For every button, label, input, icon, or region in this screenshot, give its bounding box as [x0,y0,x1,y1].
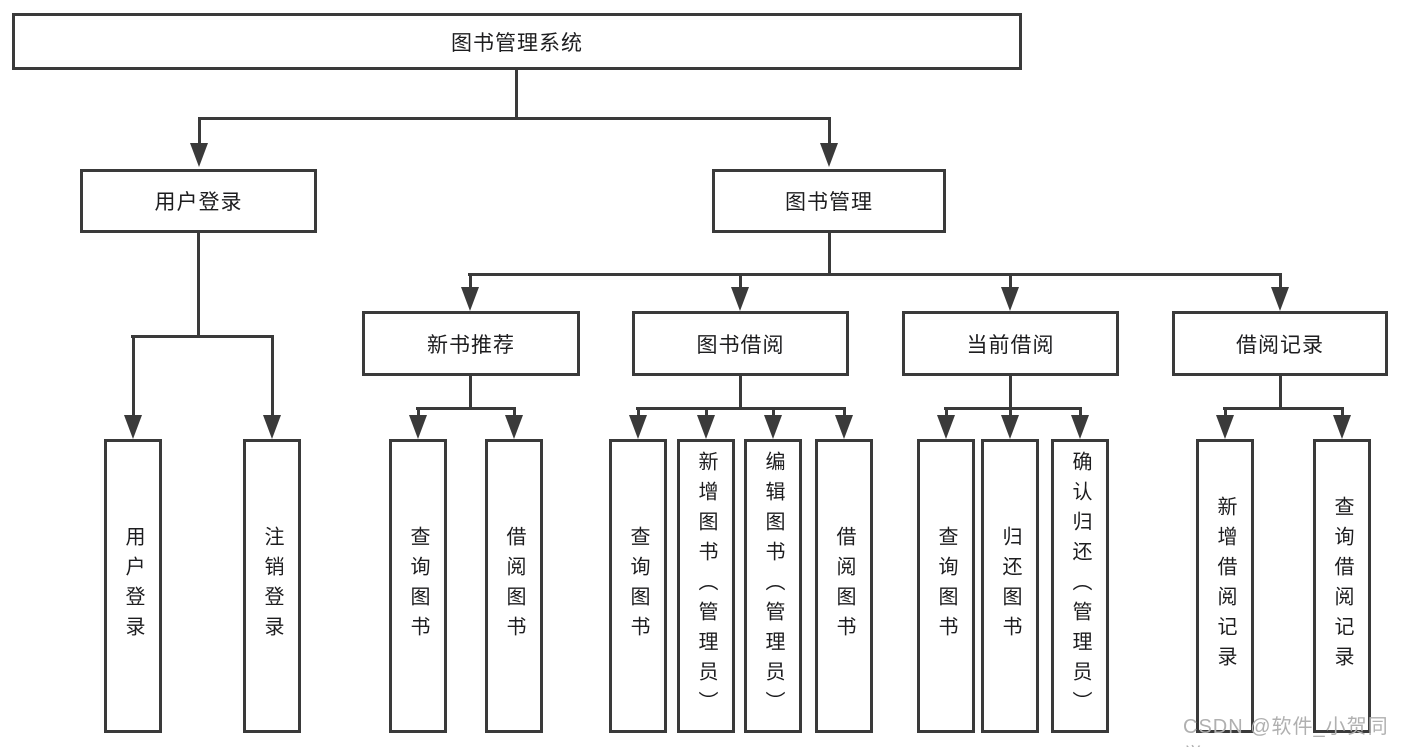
connector-book-borrow-stub [739,376,742,409]
node-book-borrow: 图书借阅 [632,311,849,376]
leaf-add-book-admin: 新增图书（管理员） [677,439,735,733]
connector-arrow-shaft [271,335,274,417]
connector-new-book-rail [416,407,516,410]
connector-arrow-shaft [198,117,201,145]
connector-arrow-shaft [513,407,516,417]
arrow-down-icon [820,143,838,167]
leaf-add-book-admin-label: 新增图书（管理员） [695,451,717,721]
leaf-query-book: 查询图书 [609,439,667,733]
connector-book-mgmt-stub [828,233,831,275]
leaf-user-login: 用户登录 [104,439,162,733]
connector-arrow-shaft [637,407,640,417]
leaf-confirm-return-admin-label: 确认归还（管理员） [1069,451,1091,721]
connector-arrow-shaft [469,273,472,289]
arrow-down-icon [835,415,853,439]
leaf-edit-book-admin-label: 编辑图书（管理员） [762,451,784,721]
connector-arrow-shaft [828,117,831,145]
leaf-logout-label: 注销登录 [261,526,283,646]
leaf-query-book-label: 查询图书 [627,526,649,646]
connector-arrow-shaft [1224,407,1227,417]
connector-arrow-shaft [1341,407,1344,417]
connector-arrow-shaft [705,407,708,417]
arrow-down-icon [190,143,208,167]
arrow-down-icon [1071,415,1089,439]
leaf-borrow-book: 借阅图书 [485,439,543,733]
connector-level3-rail [468,273,1282,276]
node-new-book: 新书推荐 [362,311,580,376]
connector-arrow-shaft [417,407,420,417]
arrow-down-icon [1271,287,1289,311]
node-current-borrow: 当前借阅 [902,311,1119,376]
connector-user-login-stub [197,233,200,337]
connector-current-borrow-stub [1009,376,1012,409]
connector-borrow-record-stub [1279,376,1282,409]
connector-new-book-stub [469,376,472,409]
arrow-down-icon [1001,415,1019,439]
arrow-down-icon [764,415,782,439]
connector-arrow-shaft [1009,273,1012,289]
arrow-down-icon [461,287,479,311]
leaf-query-book: 查询图书 [389,439,447,733]
connector-borrow-record-rail [1223,407,1344,410]
leaf-confirm-return-admin: 确认归还（管理员） [1051,439,1109,733]
arrow-down-icon [697,415,715,439]
arrow-down-icon [505,415,523,439]
arrow-down-icon [1333,415,1351,439]
leaf-logout: 注销登录 [243,439,301,733]
arrow-down-icon [1001,287,1019,311]
connector-arrow-shaft [1079,407,1082,417]
node-book-mgmt: 图书管理 [712,169,946,233]
arrow-down-icon [263,415,281,439]
leaf-return-book-label: 归还图书 [999,526,1021,646]
leaf-return-book: 归还图书 [981,439,1039,733]
arrow-down-icon [937,415,955,439]
leaf-add-borrow-record: 新增借阅记录 [1196,439,1254,733]
leaf-query-book-label: 查询图书 [407,526,429,646]
connector-arrow-shaft [132,335,135,417]
connector-arrow-shaft [1009,407,1012,417]
connector-level2-rail [198,117,831,120]
connector-arrow-shaft [1279,273,1282,289]
leaf-borrow-book-label: 借阅图书 [503,526,525,646]
leaf-edit-book-admin: 编辑图书（管理员） [744,439,802,733]
leaf-query-book-label: 查询图书 [935,526,957,646]
connector-user-login-rail [131,335,274,338]
leaf-borrow-book: 借阅图书 [815,439,873,733]
leaf-user-login-label: 用户登录 [122,526,144,646]
csdn-watermark: CSDN @软件_小贺同学 [1183,716,1389,747]
connector-current-borrow-rail [944,407,1082,410]
node-user-login: 用户登录 [80,169,317,233]
arrow-down-icon [629,415,647,439]
leaf-query-borrow-record: 查询借阅记录 [1313,439,1371,733]
leaf-query-book: 查询图书 [917,439,975,733]
connector-root-stub [515,70,518,119]
connector-arrow-shaft [843,407,846,417]
leaf-add-borrow-record-label: 新增借阅记录 [1214,496,1236,676]
node-borrow-record: 借阅记录 [1172,311,1388,376]
connector-book-borrow-rail [636,407,846,410]
connector-arrow-shaft [739,273,742,289]
connector-arrow-shaft [945,407,948,417]
node-root: 图书管理系统 [12,13,1022,70]
leaf-borrow-book-label: 借阅图书 [833,526,855,646]
leaf-query-borrow-record-label: 查询借阅记录 [1331,496,1353,676]
arrow-down-icon [1216,415,1234,439]
arrow-down-icon [409,415,427,439]
connector-arrow-shaft [772,407,775,417]
arrow-down-icon [731,287,749,311]
arrow-down-icon [124,415,142,439]
